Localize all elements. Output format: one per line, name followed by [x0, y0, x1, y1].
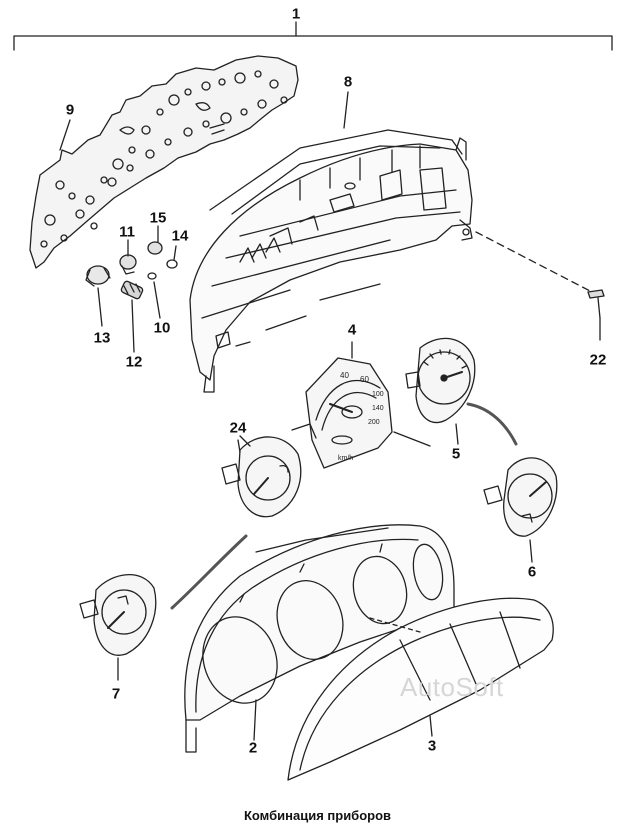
- lens-cover: [287, 597, 554, 781]
- svg-text:140: 140: [372, 405, 384, 412]
- callout-5: 5: [451, 445, 461, 463]
- svg-text:40: 40: [340, 371, 349, 380]
- svg-text:60: 60: [360, 375, 369, 384]
- callout-6: 6: [527, 563, 537, 581]
- speedometer-gauge: 40 60 100 140 200 km/h: [291, 341, 431, 469]
- watermark: AutoSoft: [400, 672, 504, 702]
- leader-lines: [59, 91, 349, 453]
- diagram-caption: Комбинация приборов: [243, 808, 392, 823]
- printed-circuit-board: [29, 55, 299, 269]
- temperature-gauge: [483, 457, 558, 563]
- callout-10: 10: [153, 319, 171, 337]
- callout-11: 11: [119, 223, 135, 241]
- svg-text:km/h: km/h: [338, 455, 353, 462]
- callout-8: 8: [343, 73, 353, 91]
- gauge-panel-bezel: [184, 524, 455, 753]
- callout-7: 7: [111, 685, 121, 703]
- callout-24: 24: [229, 419, 247, 437]
- fuel-gauge: [170, 435, 302, 610]
- assembly-bracket: [13, 21, 613, 51]
- tachometer-gauge: [405, 337, 518, 446]
- callout-13: 13: [93, 329, 111, 347]
- voltmeter-gauge: [79, 574, 157, 681]
- callout-2: 2: [248, 739, 258, 757]
- callout-1: 1: [291, 5, 301, 23]
- callout-22: 22: [589, 351, 607, 369]
- callout-4: 4: [347, 321, 357, 339]
- callout-14: 14: [171, 227, 189, 245]
- callout-12: 12: [125, 353, 143, 371]
- svg-text:200: 200: [368, 419, 380, 426]
- callout-15: 15: [149, 209, 167, 227]
- instrument-housing: [189, 129, 473, 393]
- callout-3: 3: [427, 737, 437, 755]
- callout-9: 9: [65, 101, 75, 119]
- bulbs-and-sockets: [85, 225, 178, 353]
- svg-text:100: 100: [372, 391, 384, 398]
- screw: [475, 231, 605, 341]
